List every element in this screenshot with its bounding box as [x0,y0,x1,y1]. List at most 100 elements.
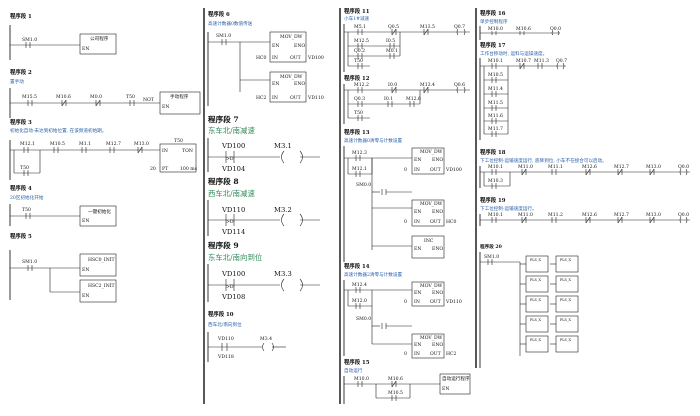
svg-text:HSC0_INIT: HSC0_INIT [88,257,116,263]
svg-text:HC2: HC2 [256,95,267,101]
network-5: 程序段 5 SM1.0 HSC0_INIT EN HSC2_INIT EN [9,232,117,303]
svg-text:程序段 8: 程序段 8 [208,176,239,186]
svg-text:程序段 14: 程序段 14 [343,262,370,270]
svg-text:ENO: ENO [432,246,443,252]
network-7: 程序段 7 东车北/南减速 VD100 >D VD104 M3.1 [207,114,320,173]
svg-text:M11.2: M11.2 [548,212,563,218]
svg-text:M11.5: M11.5 [488,100,503,106]
svg-text:置手动: 置手动 [10,78,24,85]
svg-text:EN: EN [82,46,89,52]
svg-text:M12.1: M12.1 [20,141,35,147]
svg-text:VD104: VD104 [221,165,245,173]
svg-text:M12.6: M12.6 [582,212,597,218]
svg-text:M13.4: M13.4 [420,82,435,88]
svg-text:M10.0: M10.0 [488,26,503,32]
svg-text:ENO: ENO [432,342,443,348]
pls-block-label: PLS_X [560,278,572,282]
network-19: 程序段 19 下工位控制-运输速度运行。 M10.1 M11.0 M11.2 M… [479,196,690,226]
svg-text:EN: EN [414,209,421,215]
svg-text:IN: IN [414,299,420,305]
svg-text:M1.1: M1.1 [79,141,91,147]
svg-text:M10.1: M10.1 [488,164,503,170]
svg-text:M11.1: M11.1 [548,164,563,170]
svg-text:EN: EN [414,342,421,348]
svg-text:Q0.0: Q0.0 [678,212,689,218]
svg-text:M10.3: M10.3 [488,178,503,184]
svg-text:M11.0: M11.0 [518,212,533,218]
mov-dw-box [411,281,445,307]
network-15: 程序段 15 自动运行 M10.0 M10.6 M10.5 自动运行程序 EN [343,358,471,404]
svg-text:I0.0: I0.0 [388,82,397,88]
svg-text:I0.5: I0.5 [386,38,395,44]
svg-text:EN: EN [414,157,421,163]
svg-text:程序段 3: 程序段 3 [9,118,32,126]
network-6: 程序段 6 高速计数器0数值传送 SM1.0 MOV_DW EN ENO HC0… [207,10,324,106]
mov-dw-box [411,333,445,359]
svg-text:EN: EN [82,218,89,224]
svg-text:Q0.3: Q0.3 [354,96,365,102]
svg-text:NOT: NOT [143,97,155,103]
subroutine-box [79,205,117,227]
svg-text:M10.1: M10.1 [488,212,503,218]
subroutine-box [79,279,117,303]
svg-text:M12.6: M12.6 [582,164,597,170]
subroutine-box [79,253,117,277]
svg-text:M12.7: M12.7 [614,164,629,170]
svg-text:VD110: VD110 [217,336,234,342]
svg-text:程序段 2: 程序段 2 [9,68,32,76]
svg-text:T50: T50 [354,110,363,116]
svg-text:OUT: OUT [290,55,302,61]
subroutine-box [439,373,471,395]
svg-text:VD110: VD110 [445,299,462,305]
svg-text:程序段 7: 程序段 7 [208,114,239,124]
svg-text:IN: IN [414,167,420,173]
svg-text:T50: T50 [126,94,135,100]
svg-text:公司程序: 公司程序 [90,35,109,42]
svg-text:M3.4: M3.4 [260,336,272,342]
svg-text:自动运行: 自动运行 [344,367,363,374]
svg-text:西车北/南减速: 西车北/南减速 [208,189,255,198]
pls-block-label: PLS_X [530,258,542,262]
mov-dw-box [269,71,307,103]
svg-text:EN: EN [82,293,89,299]
svg-text:M10.6: M10.6 [56,94,71,100]
subroutine-box [79,33,117,55]
svg-text:INC: INC [424,238,434,244]
svg-text:IN: IN [272,55,278,61]
svg-text:程序段 9: 程序段 9 [208,240,239,250]
svg-text:Q0.7: Q0.7 [454,24,465,30]
svg-text:Q0.2: Q0.2 [354,48,365,54]
svg-text:T50: T50 [354,58,363,64]
svg-text:OUT: OUT [430,219,442,225]
svg-text:东车北/南减速: 东车北/南减速 [208,126,255,135]
svg-text:OUT: OUT [430,299,442,305]
svg-text:T50: T50 [22,207,31,213]
svg-text:M11.6: M11.6 [488,113,503,119]
svg-text:20区初始化开始: 20区初始化开始 [10,194,44,201]
pls-block-label: PLS_X [530,338,542,342]
network-4: 程序段 4 20区初始化开始 T50 一键初始化 EN [9,184,117,227]
svg-text:ENO: ENO [432,290,443,296]
svg-text:EN: EN [414,246,421,252]
svg-text:SM0.0: SM0.0 [356,182,371,188]
svg-text:M3.1: M3.1 [274,142,292,150]
svg-text:20: 20 [150,166,156,172]
svg-text:SM1.0: SM1.0 [484,254,499,260]
svg-text:程序段 19: 程序段 19 [479,196,506,204]
svg-text:PT: PT [162,166,169,172]
svg-text:VD100: VD100 [221,270,245,278]
svg-text:SM1.0: SM1.0 [22,259,37,265]
svg-text:高速计数器2清零与计数设置: 高速计数器2清零与计数设置 [344,271,402,278]
svg-text:下工位控制-运输速度运行, 底降到位, 小车不在接合可以启动: 下工位控制-运输速度运行, 底降到位, 小车不在接合可以启动。 [480,157,607,164]
mov-dw-box [411,199,445,227]
network-10: 程序段 10 西车北/南向到位 VD110 VD118 M3.4 [207,310,286,362]
pls-block-label: PLS_X [530,278,542,282]
svg-text:ENO: ENO [432,157,443,163]
svg-text:M12.0: M12.0 [352,298,367,304]
svg-text:高速计数器0数值传送: 高速计数器0数值传送 [208,20,253,27]
svg-text:VD114: VD114 [221,228,245,236]
svg-text:M13.0: M13.0 [134,141,149,147]
svg-text:HC0: HC0 [446,219,457,225]
svg-text:M3.2: M3.2 [274,206,292,214]
